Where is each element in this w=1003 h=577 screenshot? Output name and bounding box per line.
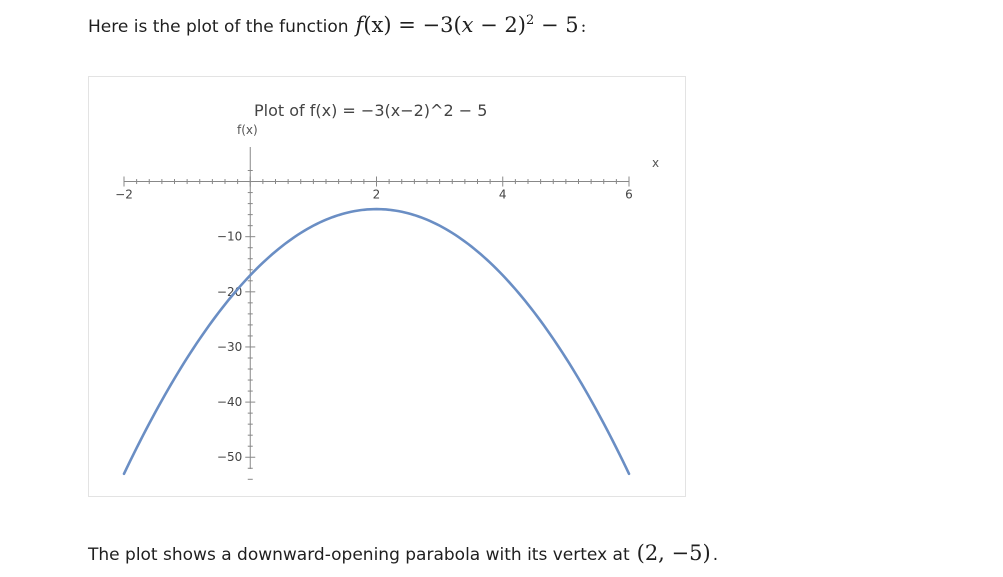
y-tick-label: −30 [217,340,242,354]
y-tick-label: −50 [217,450,242,464]
intro-text: Here is the plot of the function [88,17,349,37]
conclusion-period: . [712,545,719,565]
x-tick-label: −2 [115,188,133,202]
x-tick-label: 2 [373,188,381,202]
y-tick-label: −20 [217,285,242,299]
x-tick-label: 6 [625,188,633,202]
y-tick-label: −40 [217,395,242,409]
y-axis-label: f(x) [237,123,258,137]
x-axis-label: x [652,156,659,170]
conclusion-text: The plot shows a downward-opening parabo… [88,545,630,565]
x-tick-label: 4 [499,188,507,202]
intro-message: Here is the plot of the function f(x) = … [88,9,586,39]
function-formula: f(x) = −3(x − 2)2 − 5: [355,13,587,37]
vertex-coordinates: (2, −5) [636,541,711,565]
conclusion-message: The plot shows a downward-opening parabo… [88,541,718,567]
series-line [122,207,631,476]
plot-image: Plot of f(x) = −3(x−2)^2 − 5 x f(x) −2 2 4 6 −1… [88,76,686,497]
chart-title: Plot of f(x) = −3(x−2)^2 − 5 [254,101,487,120]
y-tick-label: −10 [217,230,242,244]
parabola-chart: Plot of f(x) = −3(x−2)^2 − 5 x f(x) −2 2 4 6 −1… [115,101,659,480]
